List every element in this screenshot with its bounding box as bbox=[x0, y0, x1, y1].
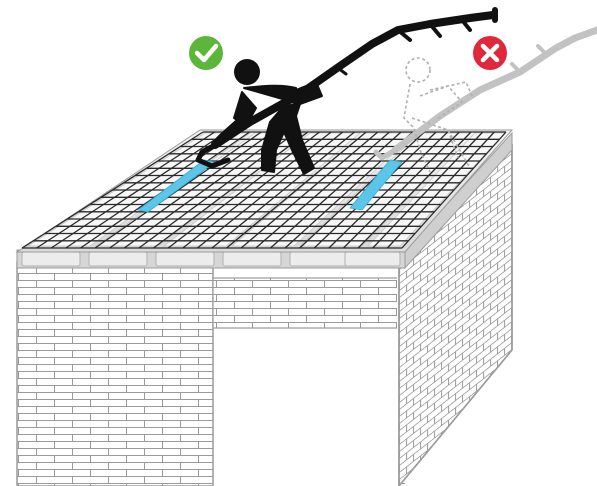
brick-wall-front-left bbox=[16, 261, 214, 486]
ghost-pump-hose bbox=[373, 26, 597, 161]
close-icon bbox=[480, 43, 500, 63]
slab-front-edge bbox=[16, 249, 406, 269]
rebar-bar bbox=[21, 131, 204, 249]
rebar-bar bbox=[211, 131, 355, 249]
rebar-bar bbox=[65, 131, 239, 249]
brick-wall-back bbox=[212, 277, 404, 329]
slab-side-edge bbox=[404, 131, 513, 270]
correct-marker bbox=[189, 36, 223, 70]
rebar-bar bbox=[255, 131, 390, 249]
rebar-bar bbox=[270, 131, 402, 249]
wet-concrete-left bbox=[137, 159, 216, 213]
rebar-bar bbox=[36, 131, 216, 249]
rebar-bar bbox=[343, 131, 460, 249]
check-badge bbox=[189, 36, 223, 70]
rebar-bar bbox=[94, 131, 262, 249]
rebar-bar bbox=[357, 131, 472, 249]
rebar-bar bbox=[372, 131, 484, 249]
rebar-bar bbox=[240, 131, 379, 249]
rebar-bar bbox=[299, 131, 425, 249]
rebar-bar bbox=[123, 131, 285, 249]
rebar-bar bbox=[109, 131, 274, 249]
rebar-bar bbox=[386, 131, 495, 249]
check-icon bbox=[194, 43, 219, 63]
rebar-bar bbox=[196, 131, 344, 249]
rebar-bar bbox=[226, 131, 367, 249]
pump-hose bbox=[195, 7, 498, 169]
rebar-bar bbox=[50, 131, 227, 249]
wet-concrete-right bbox=[349, 159, 403, 211]
rebar-bar bbox=[328, 131, 449, 249]
worker bbox=[211, 59, 323, 175]
rebar-bar bbox=[153, 131, 309, 249]
rebar-bar bbox=[401, 131, 507, 249]
ghost-worker bbox=[403, 57, 473, 173]
wrong-marker bbox=[473, 36, 507, 70]
